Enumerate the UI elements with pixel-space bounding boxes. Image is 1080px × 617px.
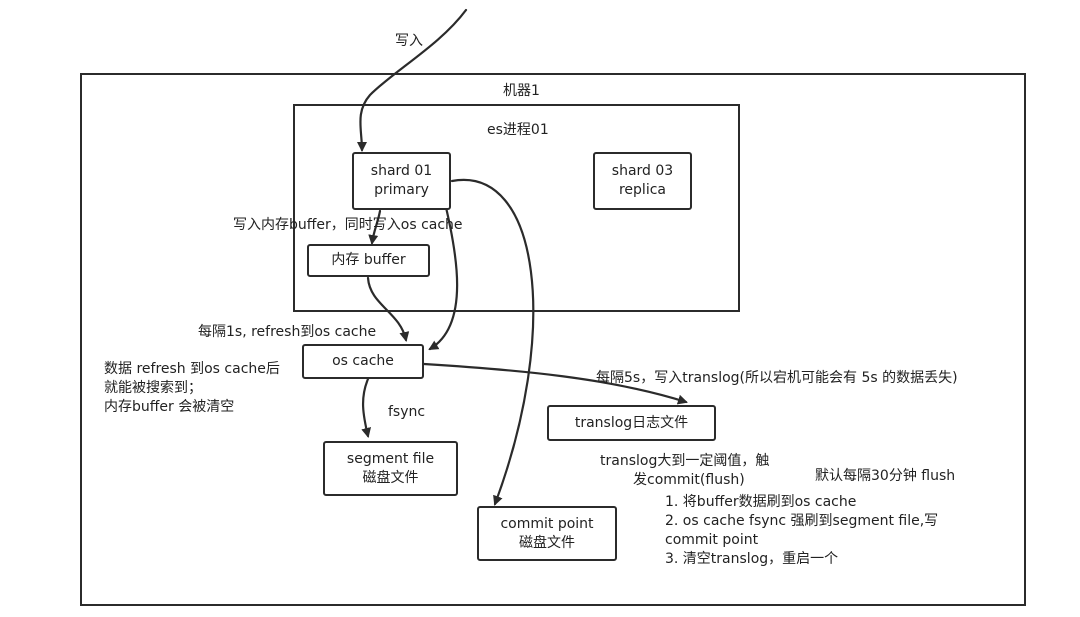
commit-point-name: commit point — [500, 515, 594, 532]
commit-point-type: 磁盘文件 — [519, 534, 575, 551]
arrow-oscache-to-translog — [422, 362, 688, 405]
arrow-primary-to-buffer — [368, 209, 382, 245]
shard-replica-box: shard 03 replica — [593, 152, 692, 210]
shard-replica-name: shard 03 — [611, 163, 674, 179]
refresh-label: 每隔1s, refresh到os cache — [198, 324, 377, 340]
commit-trigger-line: translog大到一定阈值，触 — [600, 453, 770, 469]
commit-trigger-note: translog大到一定阈值，触 发commit(flush) — [600, 452, 769, 490]
os-cache-label: os cache — [332, 353, 394, 369]
refresh-note-line: 就能被搜索到； — [104, 380, 202, 396]
arrow-oscache-to-segment — [361, 377, 372, 438]
segment-file-name: segment file — [346, 450, 435, 467]
commit-steps: 1. 将buffer数据刷到os cache 2. os cache fsync… — [665, 493, 938, 569]
os-cache-box: os cache — [302, 344, 424, 379]
machine-frame — [80, 73, 1026, 606]
shard-primary-name: shard 01 — [370, 163, 433, 179]
memory-buffer-label: 内存 buffer — [331, 252, 406, 268]
shard-primary-role: primary — [374, 182, 429, 198]
default-flush-label: 默认每隔30分钟 flush — [815, 468, 956, 484]
arrow-primary-to-oscache — [428, 193, 459, 351]
commit-point-box: commit point 磁盘文件 — [477, 506, 617, 561]
es-process-frame — [293, 104, 740, 312]
translog-file-box: translog日志文件 — [547, 405, 716, 441]
translog-file-label: translog日志文件 — [574, 414, 689, 431]
commit-step: 2. os cache fsync 强刷到segment file,写 — [665, 513, 939, 529]
es-process-title: es进程01 — [487, 122, 549, 138]
commit-trigger-line: 发commit(flush) — [633, 472, 745, 488]
refresh-notes: 数据 refresh 到os cache后 就能被搜索到； 内存buffer 会… — [104, 360, 280, 417]
arrow-write-in — [356, 8, 468, 152]
translog-write-label: 每隔5s，写入translog(所以宕机可能会有 5s 的数据丢失) — [596, 370, 958, 386]
fsync-label: fsync — [388, 404, 426, 420]
shard-replica-role: replica — [618, 182, 666, 198]
segment-file-box: segment file 磁盘文件 — [323, 441, 458, 496]
shard-primary-box: shard 01 primary — [352, 152, 451, 210]
memory-buffer-box: 内存 buffer — [307, 244, 430, 277]
machine-title: 机器1 — [503, 83, 540, 99]
commit-step: 1. 将buffer数据刷到os cache — [665, 494, 857, 510]
arrow-buffer-to-oscache — [366, 276, 410, 342]
refresh-note-line: 内存buffer 会被清空 — [104, 399, 235, 415]
commit-step: commit point — [665, 532, 759, 548]
commit-step: 3. 清空translog，重启一个 — [665, 551, 839, 567]
write-buffer-label: 写入内存buffer，同时写入os cache — [233, 217, 463, 233]
write-in-label: 写入 — [395, 33, 423, 49]
segment-file-type: 磁盘文件 — [362, 469, 419, 486]
arrow-primary-to-commit — [450, 178, 535, 506]
refresh-note-line: 数据 refresh 到os cache后 — [104, 361, 280, 377]
